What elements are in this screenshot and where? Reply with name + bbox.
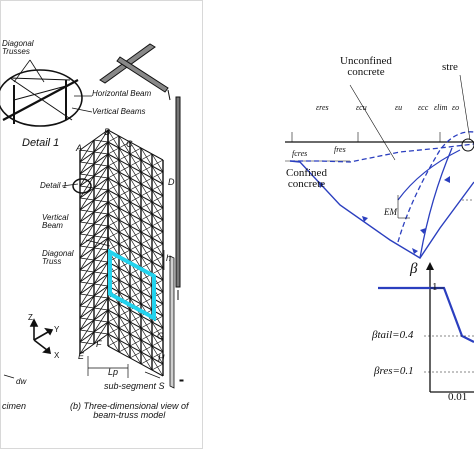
stress-partial-label: stre: [442, 61, 458, 73]
x-tick-label: 0.01: [448, 391, 468, 403]
point-f: F: [96, 339, 102, 349]
point-b: B: [104, 127, 111, 137]
point-a: A: [76, 143, 83, 153]
top-horizontal-beams: [99, 43, 171, 101]
dw-marker: [3, 374, 15, 379]
point-h: H: [158, 353, 165, 363]
detail-1-circle: [0, 59, 93, 127]
f-res-label: fres: [334, 145, 346, 154]
axis-z-label: Z: [28, 313, 33, 322]
eps-lim-label: εlim: [434, 103, 448, 112]
caption-a-partial: cimen: [2, 401, 27, 411]
eps-o-label: εo: [452, 103, 460, 112]
stress-strain-plot: [285, 74, 474, 259]
f-cres-label: fcres: [292, 149, 308, 158]
beta-res-label: βres=0.1: [374, 365, 414, 377]
beam-truss-wall: [79, 129, 164, 377]
eps-u-label: εu: [395, 103, 403, 112]
h-dimension: h: [166, 253, 172, 263]
unconfined-concrete-label: Unconfined concrete: [340, 55, 392, 78]
point-d: D: [168, 177, 175, 187]
caption-b: (b) Three-dimensional view of beam-truss…: [70, 401, 189, 420]
diagonal-truss-label: Diagonal Truss: [42, 249, 74, 266]
point-e: E: [78, 351, 85, 361]
axis-y-label: Y: [54, 325, 60, 334]
axis-triad: [29, 318, 54, 354]
beta-plot: [378, 262, 474, 393]
horizontal-beam-label: Horizontal Beam: [92, 89, 152, 98]
back-strip: [169, 255, 175, 389]
dw-label: dw: [16, 377, 27, 386]
eps-cu-label: εcu: [356, 103, 367, 112]
diagonal-trusses-label: Diagonal Trusses: [2, 39, 34, 56]
point-g: G: [157, 331, 165, 341]
detail-1-caption: Detail 1: [22, 137, 60, 149]
vertical-beam-label: Vertical Beam: [42, 213, 69, 230]
vertical-beams-label: Vertical Beams: [92, 107, 146, 116]
point-c: C: [126, 139, 133, 149]
sub-segment-label: sub-segment S: [104, 381, 165, 391]
eps-res-label: εres: [316, 103, 329, 112]
beta-tail-label: βtail=0.4: [372, 329, 414, 341]
beta-one-label: 1: [432, 281, 438, 293]
exploded-vertical-beam: [175, 96, 184, 382]
em-label: EM: [384, 207, 397, 217]
sub-segment-highlight: [108, 248, 156, 322]
eps-cc-label: εcc: [418, 103, 429, 112]
detail-1-pointer-label: Detail 1: [40, 181, 68, 190]
axis-x-label: X: [54, 351, 60, 360]
lp-dimension: Lp: [108, 367, 119, 377]
confined-concrete-label: Confined concrete: [286, 167, 327, 190]
beta-axis-label: β: [410, 261, 418, 277]
